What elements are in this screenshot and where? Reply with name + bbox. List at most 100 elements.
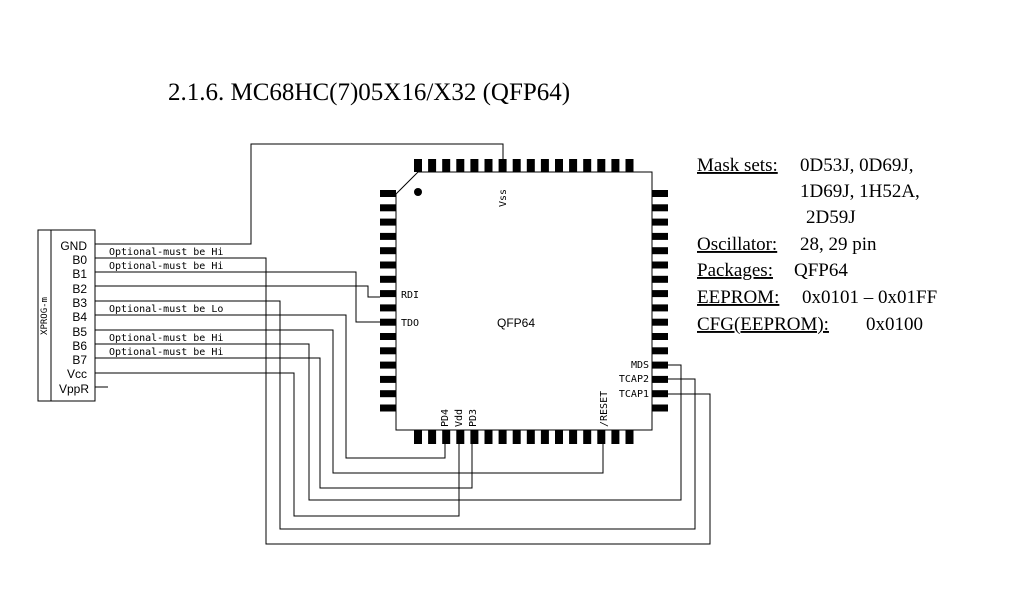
- mask-sets-line-1: 0D53J, 0D69J,: [800, 155, 913, 176]
- wire-b6: [95, 343, 682, 501]
- wire-b0: [95, 257, 711, 545]
- chip-pin-left: [380, 404, 396, 412]
- chip-pin-left: [380, 261, 396, 269]
- wire-b7: [95, 357, 473, 489]
- pins-right: [652, 190, 668, 412]
- wire-b4: [95, 314, 446, 459]
- pin-reset-label: /RESET: [599, 391, 610, 427]
- chip-pin-left: [380, 361, 396, 369]
- chip-pin-top: [569, 159, 578, 172]
- pin-label-b0: B0: [72, 253, 87, 267]
- chip-pin-bottom: [498, 430, 507, 444]
- pin-label-gnd: GND: [60, 239, 87, 253]
- chip-pin-bottom: [512, 430, 521, 444]
- chip-body: [395, 171, 653, 431]
- chip-pin-right: [652, 261, 668, 269]
- chip-pin-top: [583, 159, 592, 172]
- pin-rdi-label: RDI: [401, 290, 419, 301]
- chip-pin-left: [380, 247, 396, 255]
- chip-pin-top: [456, 159, 465, 172]
- chip-pin-right: [652, 375, 668, 383]
- packages-value: QFP64: [794, 260, 848, 281]
- chip-pin-right: [652, 390, 668, 398]
- pin-pd3-label: PD3: [468, 409, 479, 427]
- chip-pin-top: [428, 159, 437, 172]
- note-gnd: Optional-must be Hi: [109, 247, 223, 258]
- eeprom-value: 0x0101 – 0x01FF: [802, 287, 937, 308]
- wire-notes: Optional-must be Hi Optional-must be Hi …: [109, 247, 223, 358]
- pin-label-b1: B1: [72, 267, 87, 281]
- chip-pin-bottom: [611, 430, 620, 444]
- chip-pin-top: [498, 159, 507, 172]
- chip-pin-left: [380, 333, 396, 340]
- pin-tdo-label: TDO: [401, 318, 419, 329]
- chip-pin-left: [380, 218, 396, 226]
- pins-left: [380, 190, 396, 412]
- page-title: 2.1.6. MC68HC(7)05X16/X32 (QFP64): [168, 79, 570, 106]
- chip-pin-top: [512, 159, 521, 172]
- chip-pin-top: [414, 159, 422, 172]
- chip-pin-bottom: [442, 430, 451, 444]
- chip-pin-right: [652, 404, 668, 412]
- pins-bottom: [414, 430, 634, 444]
- chip-pin-bottom: [484, 430, 493, 444]
- chip-package-label: QFP64: [497, 316, 535, 330]
- cfg-label: CFG(EEPROM):: [697, 314, 829, 335]
- chip-pin-bottom: [625, 430, 634, 444]
- chip-pin-left: [380, 290, 396, 298]
- wires: [95, 143, 711, 545]
- chip-pin-bottom: [526, 430, 535, 444]
- chip-pin-right: [652, 232, 668, 240]
- oscillator-label: Oscillator:: [697, 234, 777, 255]
- chip-pin-left: [380, 347, 396, 355]
- pin-tcap2-label: TCAP2: [619, 374, 649, 385]
- pin1-marker: [414, 188, 422, 196]
- mask-sets-label: Mask sets:: [697, 155, 778, 176]
- chip-pin-right: [652, 318, 668, 326]
- chip-pin-top: [625, 159, 634, 172]
- pin-label-b2: B2: [72, 282, 87, 296]
- pin-label-b4: B4: [72, 310, 87, 324]
- wire-b3: [95, 300, 696, 530]
- chip-pin-top: [470, 159, 479, 172]
- xprog-connector: XPROG-m GND B0 B1 B2 B3 B4 B5 B6 B7 Vcc …: [37, 229, 96, 402]
- pin-label-vppr: VppR: [59, 382, 89, 396]
- chip-pin-top: [540, 159, 549, 172]
- chip-pin-right: [652, 361, 668, 369]
- chip-pin-top: [611, 159, 620, 172]
- chip-pin-right: [652, 333, 668, 340]
- wire-b1: [95, 271, 380, 323]
- pin-pd4-label: PD4: [440, 409, 451, 427]
- chip-pin-left: [380, 204, 396, 212]
- chip-pin-bottom: [583, 430, 592, 444]
- chip-pin-right: [652, 204, 668, 212]
- info-panel: Mask sets: 0D53J, 0D69J, 1D69J, 1H52A, 2…: [697, 155, 937, 335]
- pin-label-vcc: Vcc: [67, 367, 87, 381]
- chip-pin-left: [380, 318, 396, 326]
- chip-pin-bottom: [414, 430, 422, 444]
- mask-sets-line-2: 1D69J, 1H52A,: [800, 181, 920, 202]
- pin-label-b3: B3: [72, 296, 87, 310]
- chip-pin-left: [380, 304, 396, 312]
- chip-pin-right: [652, 247, 668, 255]
- chip-pin-left: [380, 190, 396, 197]
- chip-pin-bottom: [470, 430, 479, 444]
- chip-pin-left: [380, 390, 396, 398]
- note-b0: Optional-must be Hi: [109, 261, 223, 272]
- pin-label-b7: B7: [72, 353, 87, 367]
- pin-tcap1-label: TCAP1: [619, 389, 649, 400]
- chip-pin-right: [652, 190, 668, 197]
- pins-top: [414, 159, 634, 172]
- cfg-value: 0x0100: [866, 314, 923, 335]
- chip-pin-top: [526, 159, 535, 172]
- pin-vss-label: Vss: [498, 189, 509, 207]
- wire-b2: [95, 285, 380, 298]
- wire-b5: [95, 329, 604, 474]
- note-b3: Optional-must be Lo: [109, 304, 223, 315]
- packages-label: Packages:: [697, 260, 773, 281]
- pin-label-b5: B5: [72, 325, 87, 339]
- mask-sets-line-3: 2D59J: [806, 207, 856, 228]
- chip-pin-left: [380, 375, 396, 383]
- chip-pin-top: [555, 159, 563, 172]
